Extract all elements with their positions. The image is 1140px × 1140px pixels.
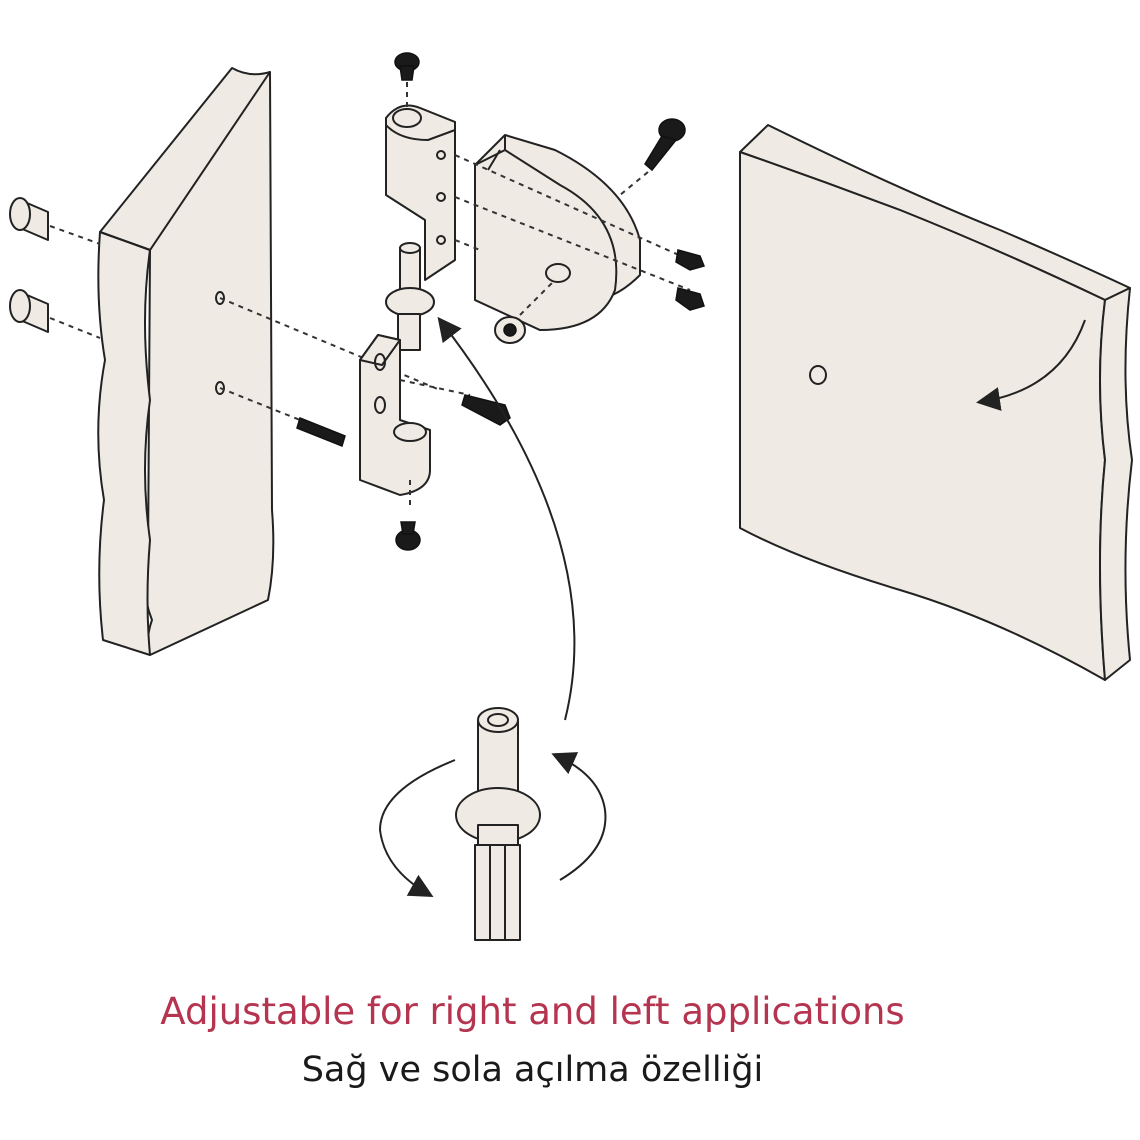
bushing-top [9,197,49,241]
glass-clamp [454,134,691,331]
right-panel [739,124,1133,681]
rotate-left-arrow [378,759,456,897]
upper-hinge-leaf [385,104,456,281]
lower-hinge-leaf [359,334,471,510]
set-screw [296,416,346,448]
clamp-screw-2 [675,287,705,311]
bottom-screw [395,521,421,551]
clamp-cap-screw [494,279,556,344]
pin-detail [378,707,607,941]
caption-turkish: Sağ ve sola açılma özelliği [301,1050,764,1090]
rotate-right-arrow [551,752,607,881]
caption-english: Adjustable for right and left applicatio… [160,990,905,1033]
clamp-screw-1 [675,249,706,271]
clamp-top-screw [619,118,686,196]
hinge-screw [461,394,511,426]
top-screw [394,52,420,108]
pivot-pin [385,242,435,351]
adjust-arrow [437,316,576,721]
left-panel [97,67,275,656]
bushing-bottom [9,289,49,333]
